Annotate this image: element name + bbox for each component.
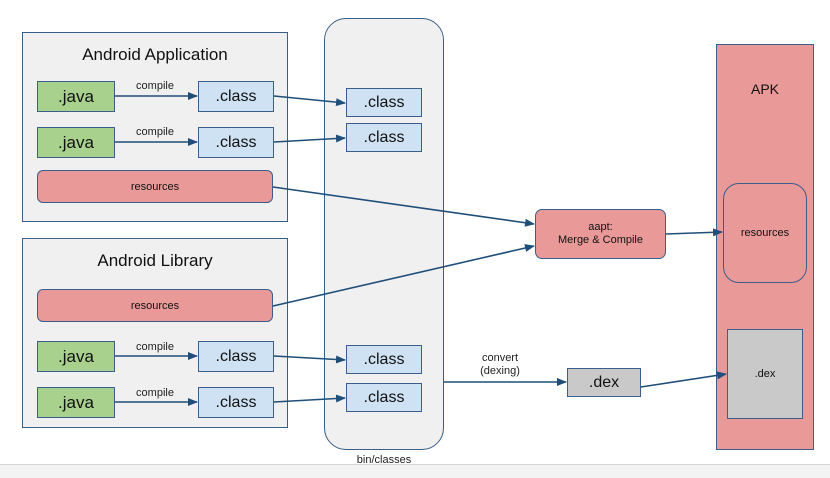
aapt-to-apk-resources-arrow (665, 228, 723, 237)
bottom-rule (0, 464, 830, 478)
convert-label: convert (dexing) (470, 352, 530, 378)
dex-to-apk-dex-arrow (640, 371, 727, 388)
lib-java-2: .java (37, 387, 115, 418)
lib-compile-label-1: compile (136, 341, 174, 353)
aapt-line-2: Merge & Compile (558, 234, 643, 246)
app-compile-label-2: compile (136, 126, 174, 138)
android-application-title: Android Application (82, 45, 228, 64)
lib-compile-label-2: compile (136, 387, 174, 399)
app-java-2: .java (37, 127, 115, 158)
lib-class-2: .class (198, 387, 274, 418)
android-library-title: Android Library (97, 251, 213, 270)
lib-java-1: .java (37, 341, 115, 372)
convert-label-line-2: (dexing) (480, 365, 520, 377)
convert-label-line-1: convert (481, 352, 519, 364)
aapt-line-1: aapt: (588, 221, 613, 233)
app-class-to-bin-arrow-2 (273, 134, 346, 143)
bin-class-4: .class (346, 383, 422, 412)
lib-class-to-bin-arrow-1 (273, 355, 346, 364)
app-class-2: .class (198, 127, 274, 158)
bin-class-2: .class (346, 123, 422, 152)
app-java-1: .java (37, 81, 115, 112)
lib-class-to-bin-arrow-2 (273, 394, 346, 403)
app-resources-to-aapt-arrow (272, 186, 535, 227)
apk-resources: resources (723, 183, 807, 283)
lib-resources-to-aapt-arrow (272, 244, 535, 307)
dex-box: .dex (567, 368, 641, 397)
apk-title: APK (750, 81, 779, 97)
bin-class-1: .class (346, 88, 422, 117)
aapt-merge-compile: aapt: Merge & Compile (535, 209, 666, 259)
lib-class-1: .class (198, 341, 274, 372)
lib-resources: resources (37, 289, 273, 322)
bin-classes-label: bin/classes (356, 454, 412, 466)
app-resources: resources (37, 170, 273, 203)
app-class-to-bin-arrow-1 (273, 95, 346, 107)
bin-class-3: .class (346, 345, 422, 374)
app-class-1: .class (198, 81, 274, 112)
app-compile-label-1: compile (136, 80, 174, 92)
apk-dex: .dex (727, 329, 803, 419)
